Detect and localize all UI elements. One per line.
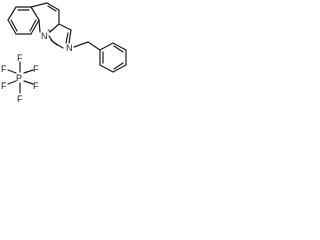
- fluorine-upper-right-label: F: [33, 64, 39, 74]
- fluorine-top-label: F: [17, 53, 23, 63]
- phosphorus-label: P: [16, 73, 22, 83]
- nitrogen-benzyl-label: N: [66, 43, 73, 53]
- quinoline-pyridinium-ring: [30, 2, 60, 33]
- benzyl-group: [73, 41, 127, 73]
- phosphorus-charge: −: [25, 69, 29, 76]
- fluorine-lower-right-label: F: [33, 81, 39, 91]
- quinoline-benzene-ring: [7, 6, 40, 35]
- imidazolium-ring: [48, 23, 72, 49]
- nitrogen-ring-charge: +: [47, 28, 51, 35]
- fluorine-upper-left-label: F: [1, 64, 7, 74]
- fluorine-lower-left-label: F: [1, 81, 7, 91]
- nitrogen-ring-label: N: [41, 31, 48, 41]
- hexafluorophosphate-anion: P − F F F F F F: [1, 53, 39, 104]
- fluorine-bottom-label: F: [17, 94, 23, 104]
- chemical-structure: N + N P − F F F F F F: [1, 2, 127, 104]
